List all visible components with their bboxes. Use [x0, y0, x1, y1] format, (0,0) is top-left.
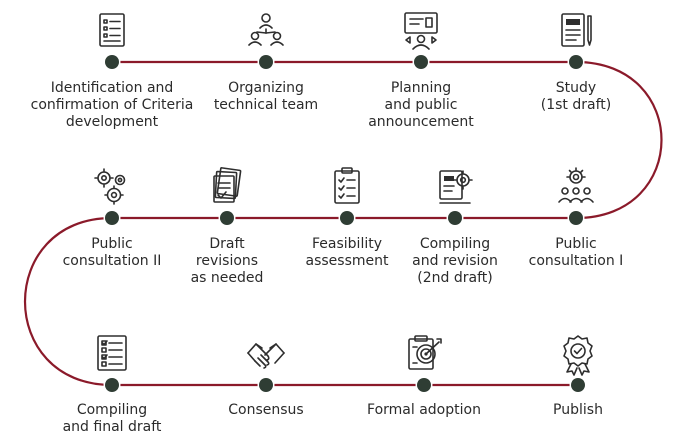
team-network-icon: [246, 10, 286, 50]
target-clipboard-icon: [404, 333, 444, 373]
document-pen-icon: [556, 10, 596, 50]
step-label: Public consultation I: [528, 236, 624, 269]
step-label: Formal adoption: [367, 402, 481, 418]
step-label: Public consultation II: [62, 236, 162, 269]
step-node: [259, 55, 273, 69]
step-label: Compiling and revision (2nd draft): [412, 236, 498, 286]
step-node: [340, 211, 354, 225]
clipboard-check-icon: [327, 166, 367, 206]
checklist-board-icon: [92, 333, 132, 373]
step-label: Consensus: [228, 402, 304, 418]
step-node: [417, 378, 431, 392]
step-label: Planning and public announcement: [368, 80, 474, 130]
step-node: [414, 55, 428, 69]
step-label: Identification and confirmation of Crite…: [30, 80, 194, 130]
step-label: Publish: [553, 402, 603, 418]
step-node: [220, 211, 234, 225]
award-badge-icon: [558, 333, 598, 376]
gears-icon: [92, 166, 132, 206]
step-node: [259, 378, 273, 392]
step-label: Feasibility assessment: [305, 236, 389, 269]
step-node: [569, 211, 583, 225]
people-gear-icon: [556, 166, 596, 206]
step-label: Draft revisions as needed: [190, 236, 264, 286]
step-node: [105, 55, 119, 69]
document-gear-icon: [435, 166, 475, 206]
step-label: Organizing technical team: [213, 80, 319, 113]
step-node: [448, 211, 462, 225]
step-node: [105, 211, 119, 225]
handshake-icon: [246, 333, 286, 373]
step-label: Compiling and final draft: [62, 402, 162, 435]
checklist-icon: [92, 10, 132, 50]
step-node: [105, 378, 119, 392]
step-label: Study (1st draft): [540, 80, 612, 113]
stacked-documents-icon: [207, 166, 247, 206]
step-node: [569, 55, 583, 69]
step-node: [571, 378, 585, 392]
presentation-icon: [401, 10, 441, 50]
